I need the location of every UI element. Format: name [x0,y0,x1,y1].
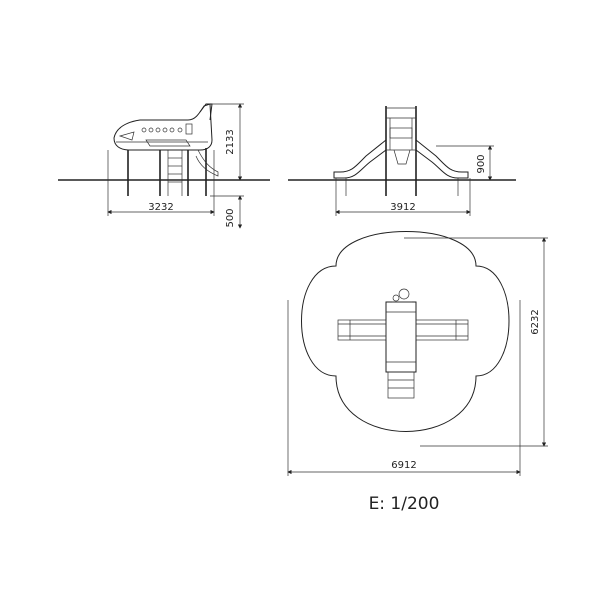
slide-right-plan [415,319,469,341]
dim-plan-width: 6912 [391,460,416,471]
airplane-tail [199,103,213,121]
scale-label: E: 1/200 [369,494,440,514]
ladder-side [167,150,183,196]
cabin-windows [141,127,183,133]
safety-surface-outline [301,231,510,432]
dim-plan-height: 6232 [530,309,541,334]
cabin-door [185,123,193,135]
front-elevation: 3912 900 [288,106,516,216]
slide-left-front [333,139,387,179]
plan-view: 6912 6232 [287,231,548,476]
airplane-wing [145,139,191,147]
support-posts-side [127,148,207,196]
tower-front [385,106,417,196]
slide-left-plan [337,319,387,341]
steering-wheel-plan [392,288,412,303]
dim-side-depth: 500 [225,208,236,227]
dim-side-height: 2133 [225,129,236,154]
airplane-fuselage [113,103,213,151]
dim-side-width: 3232 [148,202,173,213]
dim-front-width: 3912 [390,202,415,213]
side-elevation: 3232 2133 500 [58,103,270,229]
deck-plan [385,301,417,373]
dim-front-height: 900 [476,154,487,173]
cockpit-window [118,131,135,141]
slide-side [195,149,219,177]
slide-right-front [415,139,469,179]
ladder-plan [387,371,415,399]
